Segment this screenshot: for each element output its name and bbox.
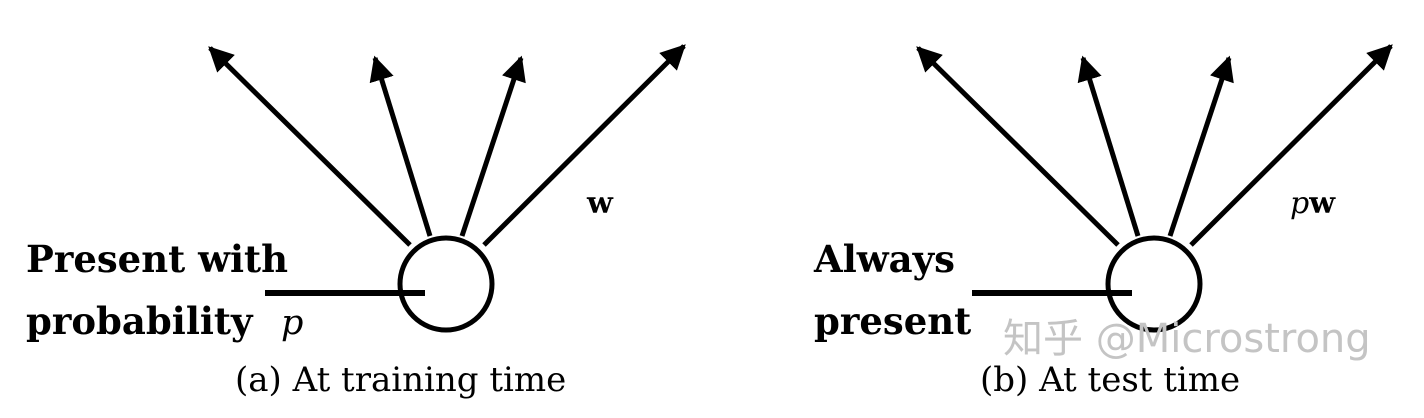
output-arrow-b-4 (1189, 44, 1393, 247)
always-label: Always (813, 237, 955, 281)
present-label: present (814, 299, 971, 343)
output-arrow-a-1 (208, 46, 412, 247)
neuron-unit-b (1105, 235, 1203, 333)
output-arrow-a-3 (459, 55, 526, 237)
output-arrow-b-2 (1077, 55, 1141, 237)
output-arrow-a-4 (482, 44, 686, 247)
neuron-unit-a (397, 235, 495, 333)
watermark-text: 知乎 @Microstrong (1003, 316, 1371, 362)
output-arrow-b-3 (1167, 55, 1234, 237)
present-with-label: Present with (26, 237, 288, 281)
panel-a (208, 44, 686, 333)
weight-label-b: pw (1290, 186, 1336, 221)
caption-a: (a) At training time (235, 360, 566, 400)
output-arrow-a-2 (369, 55, 433, 237)
probability-label: probability (26, 299, 254, 343)
panel-b (916, 44, 1393, 333)
probability-variable: p (281, 303, 303, 343)
output-arrow-b-1 (916, 46, 1120, 247)
caption-b: (b) At test time (980, 360, 1240, 400)
weight-label-a: w (586, 186, 614, 221)
